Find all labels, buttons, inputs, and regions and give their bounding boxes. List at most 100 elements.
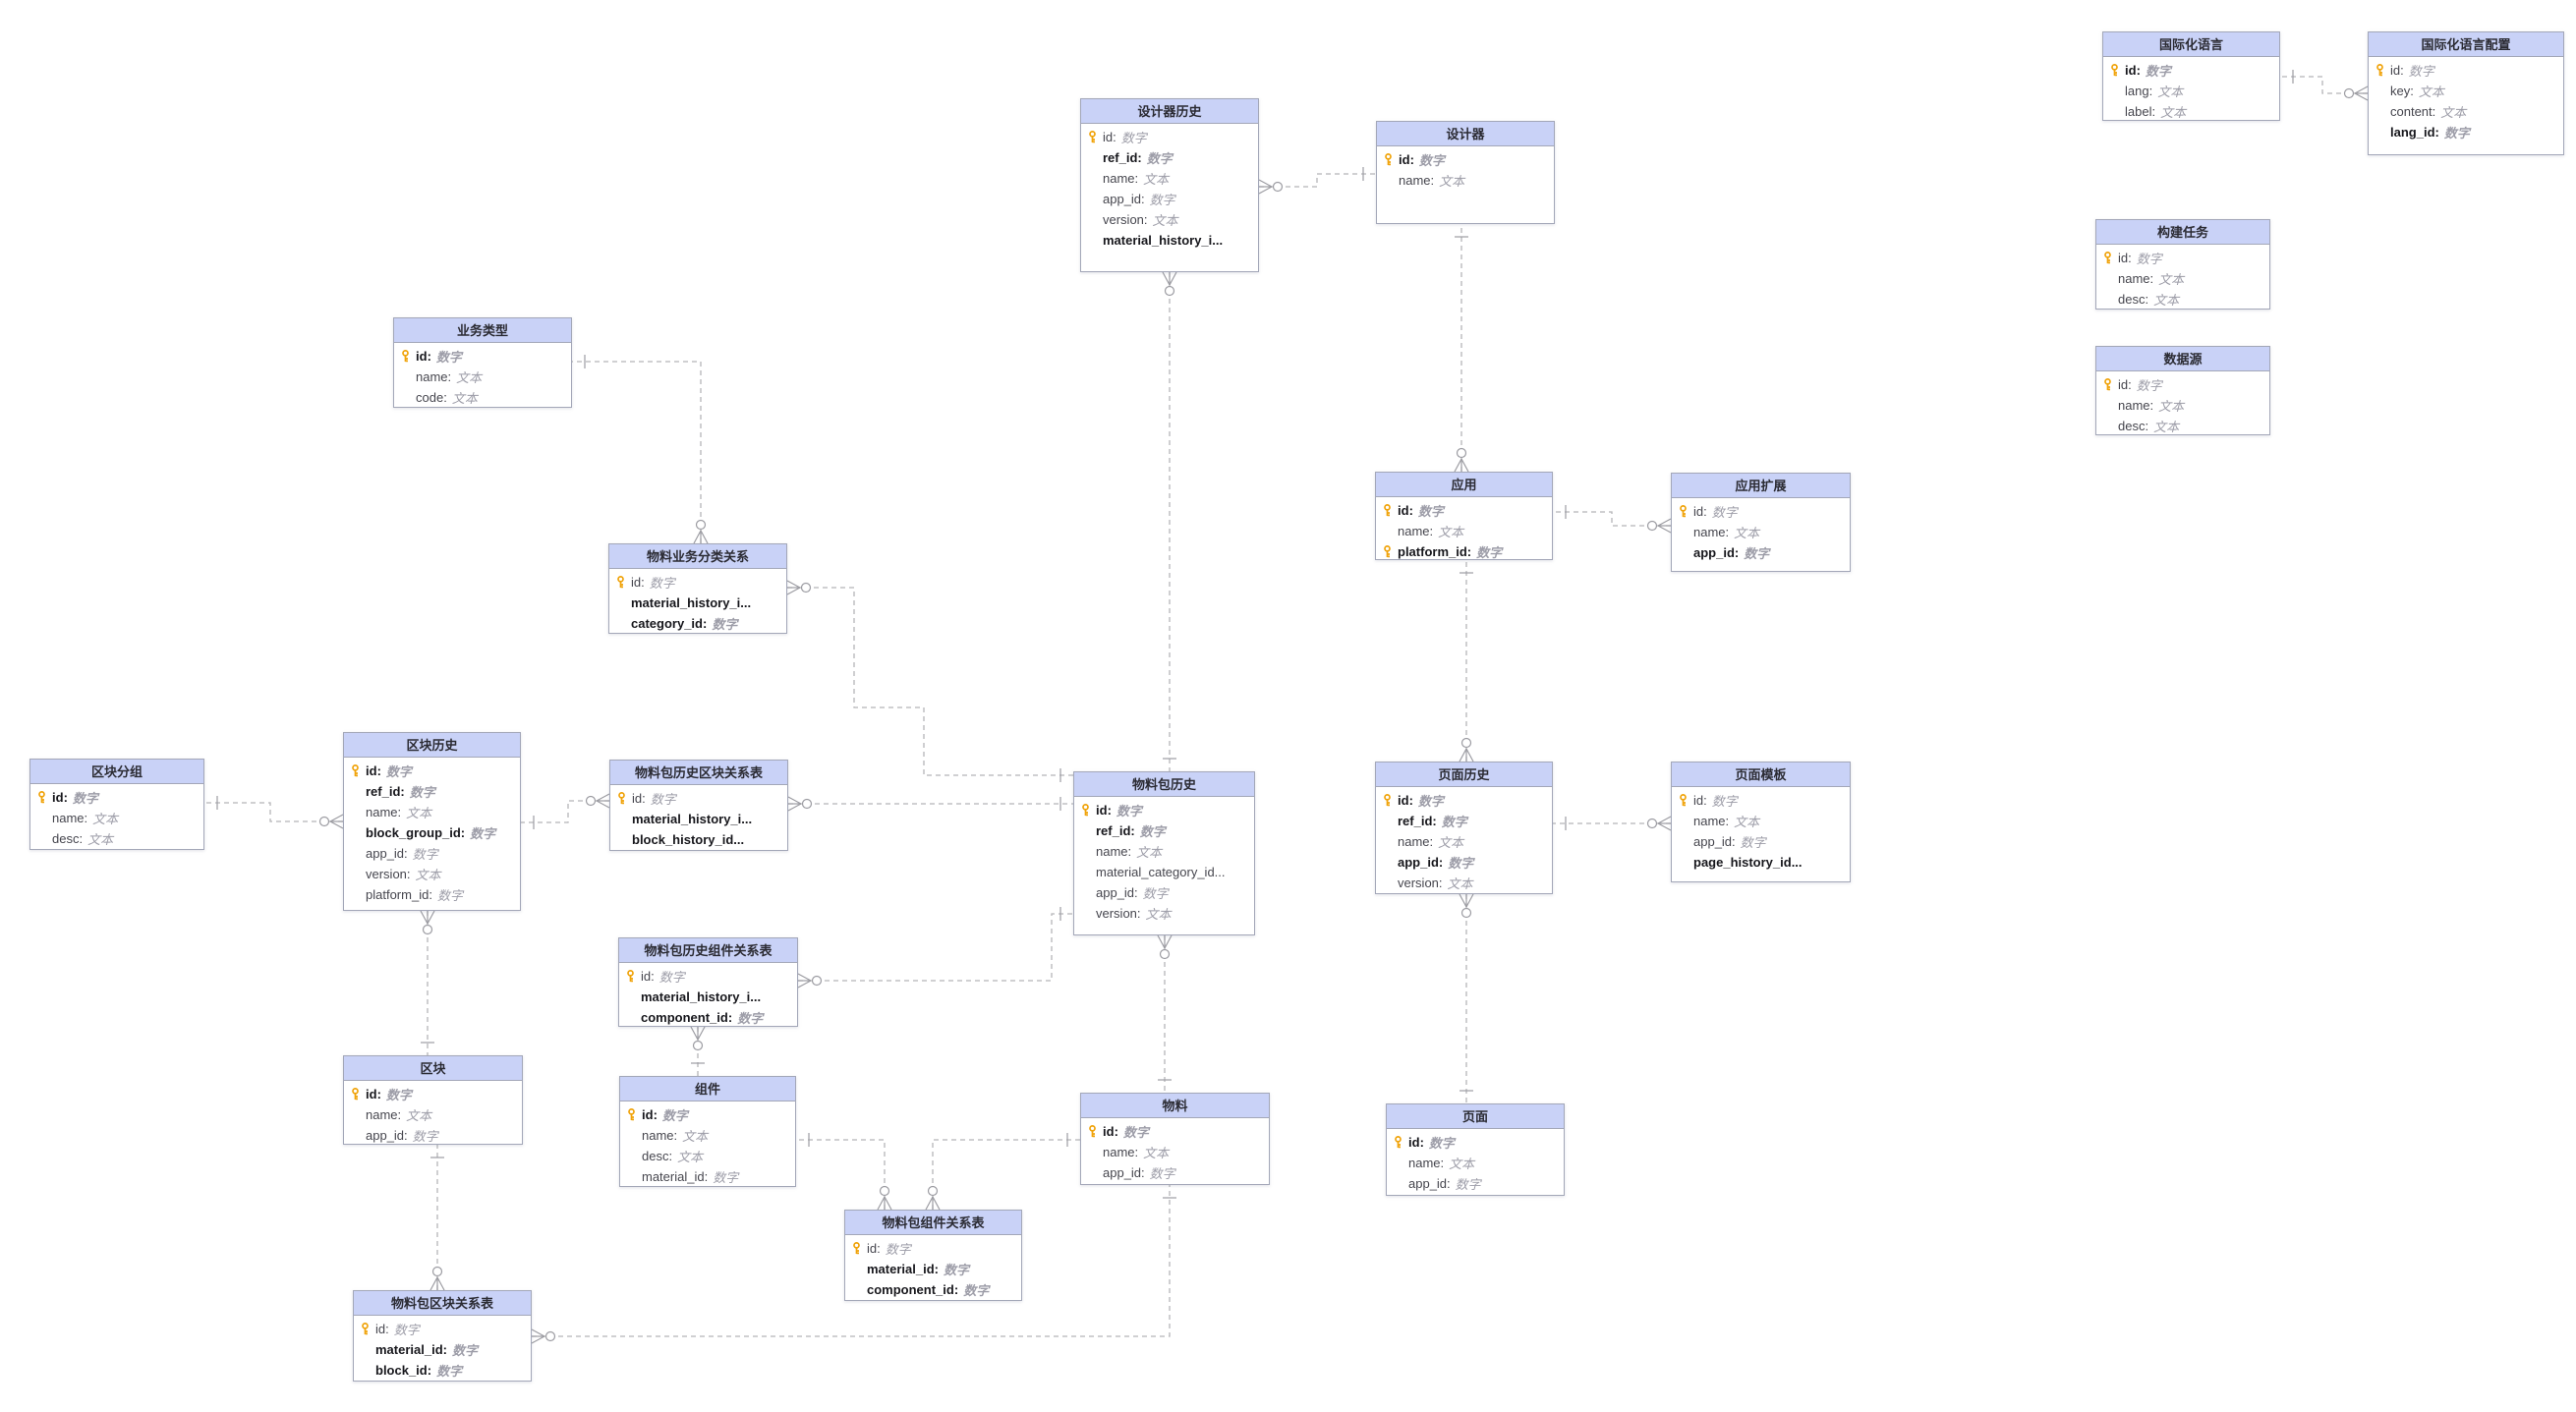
entity-page_template[interactable]: 页面模板id数字name文本app_id数字page_history_id... — [1671, 762, 1851, 882]
field-name: material_history_i... — [1103, 233, 1224, 248]
field-type: 文本 — [677, 1150, 704, 1164]
field-name: page_history_id... — [1693, 855, 1803, 870]
entity-title-data_source: 数据源 — [2096, 347, 2269, 371]
field-type: 数字 — [412, 847, 438, 862]
field-type: 数字 — [452, 1343, 479, 1358]
field-type: 数字 — [435, 350, 462, 365]
entity-i18n_lang[interactable]: 国际化语言id数字lang文本label文本 — [2102, 31, 2280, 121]
field-type: 数字 — [713, 1170, 739, 1185]
field-row-app_id: app_id数字 — [1672, 542, 1850, 563]
relationship-app_ext-app[interactable] — [1553, 505, 1672, 534]
entity-title-block_group: 区块分组 — [30, 760, 203, 784]
entity-page[interactable]: 页面id数字name文本app_id数字 — [1386, 1103, 1565, 1196]
relationship-material_business_rel-material_pack_history[interactable] — [786, 580, 1073, 782]
field-row-name: name文本 — [620, 1125, 795, 1146]
entity-designer_history[interactable]: 设计器历史id数字ref_id数字name文本app_id数字version文本… — [1080, 98, 1259, 272]
relationship-mat_hist_comp_rel-component[interactable] — [690, 1026, 706, 1076]
field-type: 文本 — [2440, 105, 2467, 120]
relationship-mat_block_rel-material[interactable] — [531, 1185, 1176, 1344]
field-row-platform_id: platform_id数字 — [344, 884, 520, 905]
field-row-app_id: app_id数字 — [1081, 1162, 1269, 1183]
entity-block_group[interactable]: 区块分组id数字name文本desc文本 — [29, 759, 204, 850]
relationship-mat_hist_comp_rel-material_pack_history[interactable] — [797, 907, 1073, 988]
relationship-block_history-block[interactable] — [420, 910, 435, 1055]
field-name: id — [1399, 152, 1414, 167]
entity-mat_comp_rel[interactable]: 物料包组件关系表id数字material_id数字component_id数字 — [844, 1210, 1022, 1301]
field-type: 文本 — [1438, 835, 1464, 850]
entity-mat_hist_block_rel[interactable]: 物料包历史区块关系表id数字material_history_i...block… — [609, 760, 788, 851]
relationship-mat_hist_block_rel-block_history[interactable] — [521, 793, 610, 829]
field-name: app_id — [1096, 885, 1138, 900]
field-row-code: code文本 — [394, 387, 571, 407]
relationship-i18n_config-i18n_lang[interactable] — [2280, 70, 2369, 101]
primary-key-icon — [1677, 505, 1693, 518]
field-type: 数字 — [412, 1129, 438, 1144]
field-list: id数字material_history_i...category_id数字 — [609, 569, 786, 633]
field-type: 数字 — [963, 1283, 990, 1298]
relationship-page_history-app[interactable] — [1459, 560, 1474, 762]
field-type: 数字 — [1476, 545, 1503, 560]
entity-app_ext[interactable]: 应用扩展id数字name文本app_id数字 — [1671, 473, 1851, 572]
relationship-designer_history-designer[interactable] — [1258, 167, 1376, 195]
primary-key-icon — [2101, 378, 2118, 391]
entity-title-material_pack_history: 物料包历史 — [1074, 772, 1254, 797]
field-list: id数字material_id数字component_id数字 — [845, 1235, 1021, 1300]
relationship-app-designer[interactable] — [1454, 224, 1469, 473]
entity-i18n_config[interactable]: 国际化语言配置id数字key文本content文本lang_id数字 — [2368, 31, 2564, 155]
entity-page_history[interactable]: 页面历史id数字ref_id数字name文本app_id数字version文本 — [1375, 762, 1553, 894]
field-type: 数字 — [712, 617, 738, 632]
field-name: id — [1103, 130, 1116, 144]
field-name: id — [867, 1241, 881, 1256]
field-name: version — [1103, 212, 1148, 227]
field-row-name: name文本 — [30, 808, 203, 828]
field-type: 数字 — [1142, 886, 1169, 901]
field-row-id: id数字 — [1672, 790, 1850, 811]
entity-component[interactable]: 组件id数字name文本desc文本material_id数字 — [619, 1076, 796, 1187]
field-name: material_history_i... — [632, 812, 753, 826]
relationship-mat_comp_rel-material[interactable] — [925, 1133, 1080, 1211]
entity-data_source[interactable]: 数据源id数字name文本desc文本 — [2095, 346, 2270, 435]
entity-app[interactable]: 应用id数字name文本platform_id数字 — [1375, 472, 1553, 560]
field-name: app_id — [366, 846, 408, 861]
relationship-page_template-page_history[interactable] — [1553, 816, 1672, 831]
entity-material_business_rel[interactable]: 物料业务分类关系id数字material_history_i...categor… — [608, 543, 787, 634]
field-name: name — [1096, 844, 1131, 859]
field-name: code — [416, 390, 447, 405]
entity-business_type[interactable]: 业务类型id数字name文本code文本 — [393, 317, 572, 408]
field-type: 文本 — [1143, 172, 1170, 187]
primary-key-icon — [349, 1088, 366, 1101]
field-row-version: version文本 — [1081, 209, 1258, 230]
field-name: desc — [52, 831, 83, 846]
relationship-block_history-block_group[interactable] — [204, 796, 344, 829]
entity-block_history[interactable]: 区块历史id数字ref_id数字name文本block_group_id数字ap… — [343, 732, 521, 911]
primary-key-icon — [615, 792, 632, 805]
entity-mat_hist_comp_rel[interactable]: 物料包历史组件关系表id数字material_history_i...compo… — [618, 937, 798, 1027]
entity-title-i18n_lang: 国际化语言 — [2103, 32, 2279, 57]
entity-material[interactable]: 物料id数字name文本app_id数字 — [1080, 1093, 1270, 1185]
relationship-mat_comp_rel-component[interactable] — [796, 1133, 892, 1211]
field-row-ref_id: ref_id数字 — [1081, 147, 1258, 168]
entity-material_pack_history[interactable]: 物料包历史id数字ref_id数字name文本material_category… — [1073, 771, 1255, 935]
relationship-designer_history-material_pack_history[interactable] — [1162, 271, 1177, 771]
field-row-id: id数字 — [2096, 248, 2269, 268]
entity-title-i18n_config: 国际化语言配置 — [2369, 32, 2563, 57]
entity-block[interactable]: 区块id数字name文本app_id数字 — [343, 1055, 523, 1145]
entity-mat_block_rel[interactable]: 物料包区块关系表id数字material_id数字block_id数字 — [353, 1290, 532, 1382]
field-type: 数字 — [1455, 1177, 1481, 1192]
relationship-material_business_rel-business_type[interactable] — [572, 355, 709, 544]
field-type: 数字 — [885, 1242, 911, 1257]
primary-key-icon — [359, 1323, 375, 1335]
entity-build_task[interactable]: 构建任务id数字name文本desc文本 — [2095, 219, 2270, 310]
relationship-material_pack_history-material[interactable] — [1157, 934, 1173, 1093]
entity-title-build_task: 构建任务 — [2096, 220, 2269, 245]
field-name: id — [1693, 793, 1707, 808]
field-row-ref_id: ref_id数字 — [1376, 811, 1552, 831]
field-name: name — [1398, 834, 1433, 849]
entity-designer[interactable]: 设计器id数字name文本 — [1376, 121, 1555, 224]
relationship-page_history-page[interactable] — [1459, 893, 1474, 1103]
field-type: 文本 — [406, 1108, 432, 1123]
field-row-name: name文本 — [1081, 168, 1258, 189]
relationship-mat_block_rel-block[interactable] — [429, 1145, 445, 1291]
relationship-mat_hist_block_rel-material_pack_history[interactable] — [787, 796, 1073, 812]
